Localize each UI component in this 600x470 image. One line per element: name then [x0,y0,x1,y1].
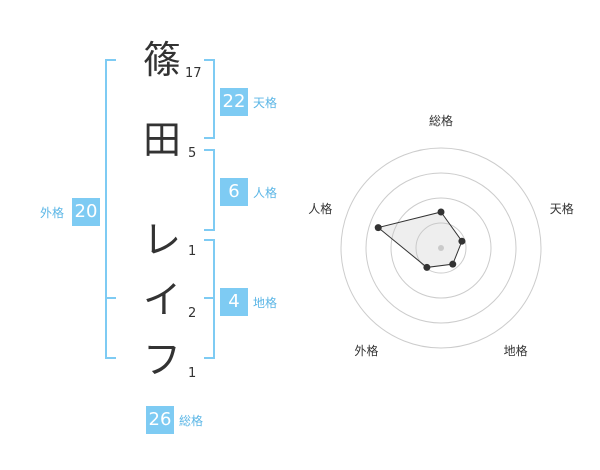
jinkaku-bracket [204,149,215,231]
name-char-4: イ [142,278,181,322]
stroke-count-3: 1 [188,244,197,259]
radar-ring [415,222,467,274]
stroke-count-1: 17 [185,66,202,81]
radar-ring [365,172,517,324]
soukaku-label: 総格 [179,414,204,428]
jinkaku-label: 人格 [253,186,278,200]
radar-value-polygon [377,211,463,268]
radar-point [374,224,382,232]
radar-axis-label-chikaku: 地格 [503,343,528,358]
gaikaku-label: 外格 [40,206,65,220]
radar-point [458,237,466,245]
radar-ring [340,147,542,349]
chikaku-label: 地格 [253,296,278,310]
radar-center-dot [438,245,444,251]
gaikaku-bracket [105,59,116,359]
chikaku-value: 4 [220,288,248,316]
name-char-5: フ [142,338,181,382]
soukaku-value: 26 [146,406,174,434]
radar-axis-label-gaikaku: 外格 [354,343,379,358]
radar-axis-label-tenkaku: 天格 [549,201,574,216]
tenkaku-bracket [204,59,215,139]
tenkaku-value: 22 [220,88,248,116]
jinkaku-value: 6 [220,178,248,206]
radar-ring [390,197,492,299]
name-char-2: 田 [142,118,181,162]
name-char-3: レ [142,218,181,262]
radar-axis-label-jinkaku: 人格 [308,201,333,216]
name-char-1: 篠 [142,38,181,82]
gaikaku-value: 20 [72,198,100,226]
radar-point [449,260,457,268]
radar-point [423,263,431,271]
stroke-count-4: 2 [188,306,197,321]
stroke-count-2: 5 [188,146,197,161]
stroke-count-5: 1 [188,366,197,381]
radar-point [437,208,445,216]
radar-axis-label-soukaku: 総格 [429,114,454,128]
tenkaku-label: 天格 [253,96,278,110]
